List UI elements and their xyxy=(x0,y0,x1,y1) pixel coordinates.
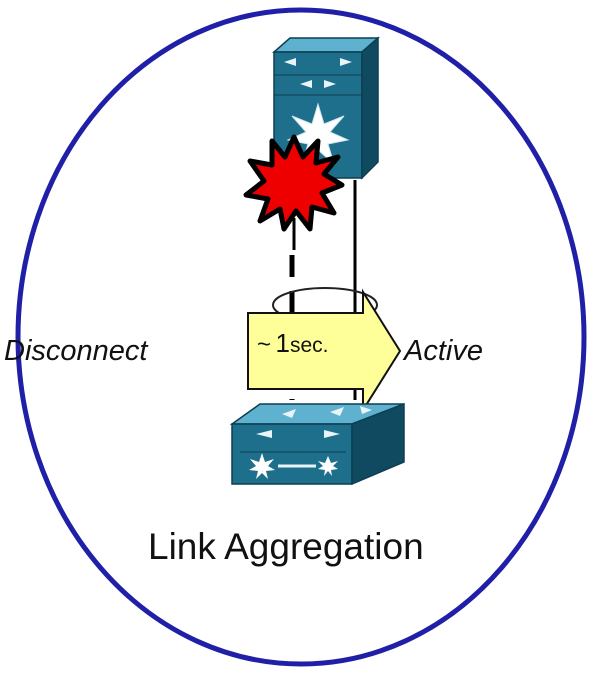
diagram-caption: Link Aggregation xyxy=(148,526,424,567)
arrow-time-label: ~ 1sec. xyxy=(257,328,328,359)
active-label: Active xyxy=(404,335,483,367)
disconnect-label: Disconnect xyxy=(4,335,148,367)
link-failure-burst-icon xyxy=(243,134,345,232)
arrow-number: 1 xyxy=(275,328,290,358)
boundary-circle xyxy=(15,7,587,667)
transition-arrow xyxy=(247,288,402,414)
arrow-unit: sec. xyxy=(289,334,329,357)
arrow-tilde: ~ xyxy=(257,331,272,358)
workgroup-switch-icon xyxy=(229,402,405,486)
